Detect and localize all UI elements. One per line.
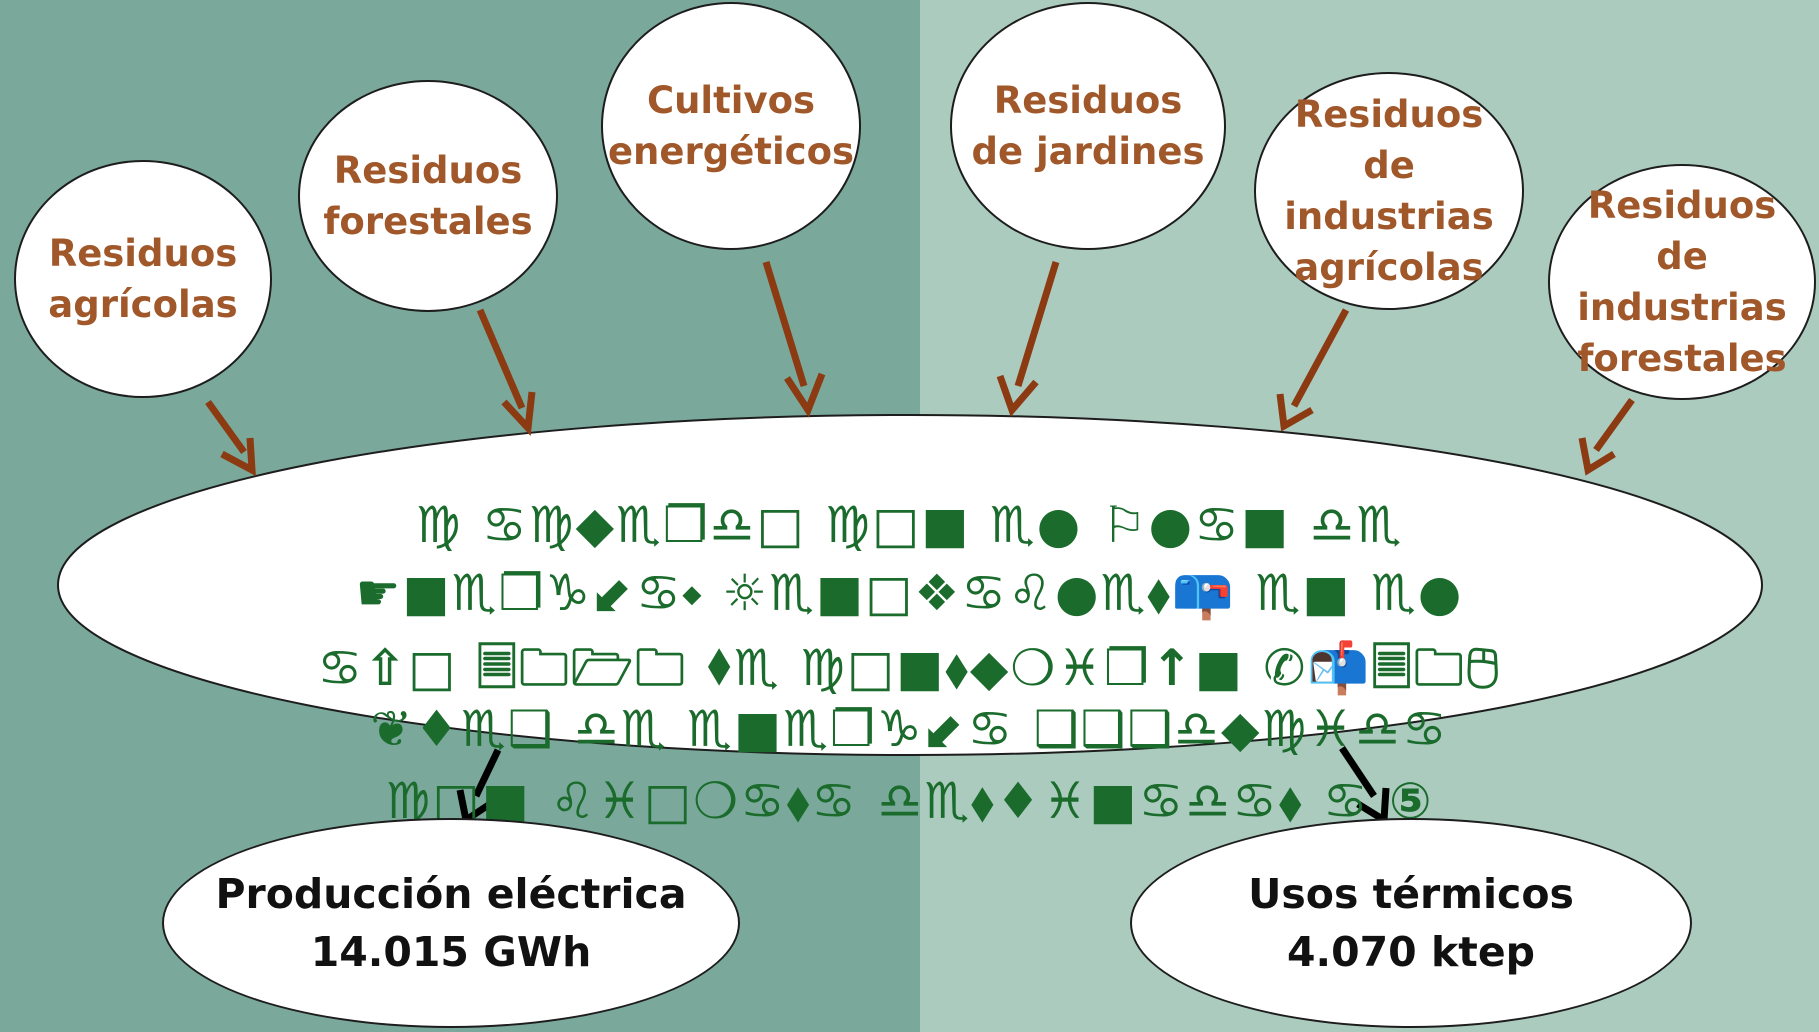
symbol-row-4: ❦♦♏❑ ♎♏ ♏■♏❐♑⬋♋ ❑❑❑♎◆♍♓♎♋ (370, 700, 1449, 758)
source-label: Residuos de industrias agrícolas (1284, 93, 1494, 289)
arrow-ind-forestales-head (1578, 437, 1616, 476)
source-residuos-industrias-agricolas: Residuos de industrias agrícolas (1254, 72, 1524, 310)
arrow-forestales-head (501, 391, 536, 437)
arrow-to-electrica (472, 748, 502, 798)
source-label: Residuos agrícolas (48, 232, 238, 326)
arrow-agricolas (205, 399, 247, 455)
output-label: Usos térmicos 4.070 ktep (1248, 870, 1574, 976)
source-label: Residuos forestales (323, 149, 533, 243)
symbol-row-5: ♍□■ ♌♓□❍♋⬧♋ ♎♏⬧♦♓■♋♎♋⬧ ♋ ⑤ (385, 772, 1434, 830)
source-residuos-agricolas: Residuos agrícolas (14, 160, 272, 398)
source-residuos-industrias-forestales: Residuos de industrias forestales (1548, 164, 1816, 400)
source-cultivos-energeticos: Cultivos energéticos (601, 2, 861, 250)
arrow-forestales (476, 308, 526, 410)
arrow-ind-forestales (1593, 397, 1635, 453)
source-label: Cultivos energéticos (607, 79, 855, 173)
arrow-ind-agricolas-head (1276, 393, 1314, 432)
arrow-jardines (1014, 260, 1060, 388)
arrow-to-termicos (1339, 746, 1377, 798)
output-label: Producción eléctrica 14.015 GWh (215, 870, 687, 976)
source-label: Residuos de industrias forestales (1577, 184, 1787, 380)
symbol-row-1: ♍ ♋♍◆♏❐♎□ ♍□■ ♏● ⚐●♋■ ♎♏ (415, 496, 1404, 554)
output-usos-termicos: Usos térmicos 4.070 ktep (1130, 818, 1692, 1028)
central-ellipse (57, 414, 1763, 756)
output-produccion-electrica: Producción eléctrica 14.015 GWh (162, 818, 740, 1028)
source-residuos-jardines: Residuos de jardines (950, 2, 1226, 250)
symbol-row-3: ♋⇧□ 🗏🗀🗁🗀 ⬧♏ ♍□■⬧◆❍♓❐↑■ ✆📬🗏🗀🖰 (317, 639, 1502, 697)
source-residuos-forestales: Residuos forestales (298, 80, 558, 312)
arrow-ind-agricolas (1290, 308, 1350, 408)
source-arrows (205, 260, 1635, 477)
source-label: Residuos de jardines (971, 79, 1205, 173)
arrow-cultivos (762, 260, 808, 388)
arrow-cultivos-head (784, 372, 826, 418)
arrow-jardines-head (996, 374, 1039, 417)
arrow-agricolas-head (220, 437, 256, 477)
symbol-row-2: ☛■♏❐♑⬋♋⬩ ☼♏■□❖♋♌●♏⬧📪 ♏■ ♏● (355, 564, 1464, 622)
